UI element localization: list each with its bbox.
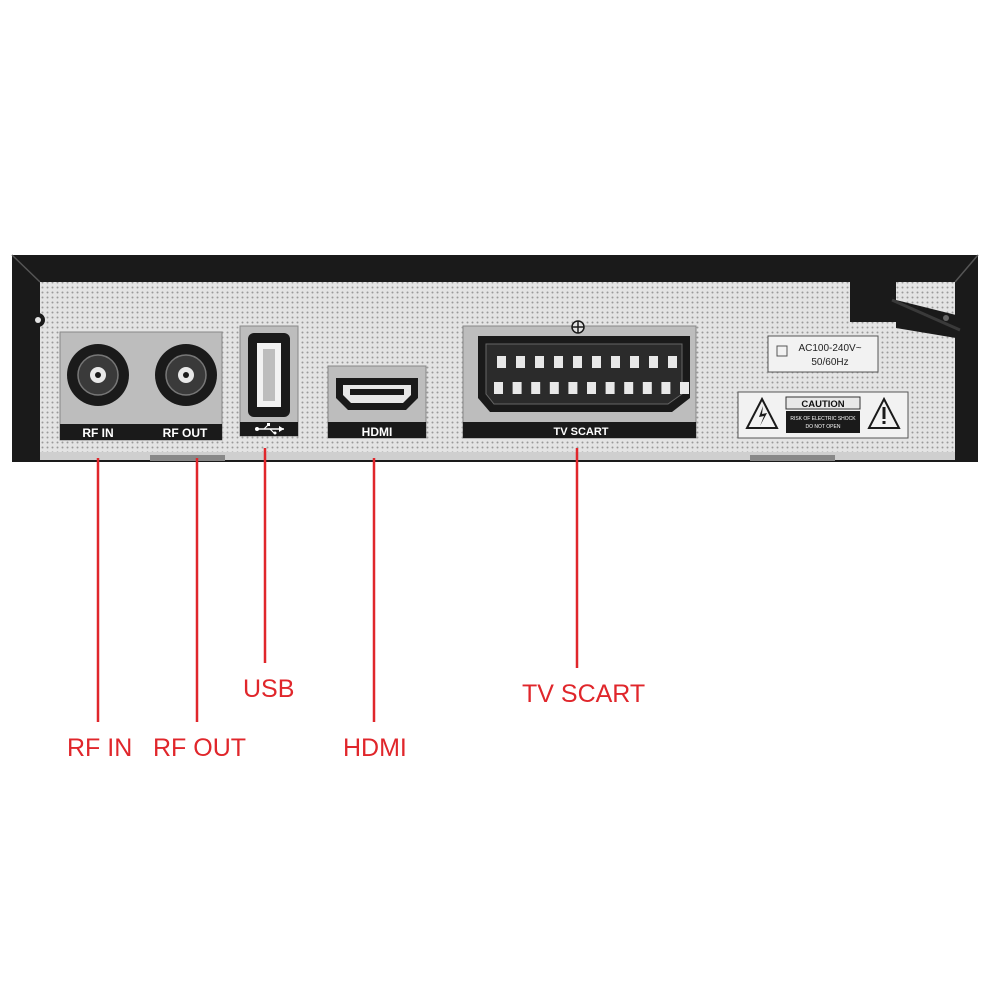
scart-pin [573, 356, 582, 368]
rf-out-port-label: RF OUT [163, 426, 208, 440]
hdmi-port-label: HDMI [362, 425, 393, 439]
caution-title: CAUTION [801, 399, 844, 410]
hdmi-callout: HDMI [343, 734, 407, 762]
scart-pin [549, 382, 559, 394]
hdmi-port-block: HDMI [327, 365, 427, 439]
power-rating-label: AC100-240V~ 50/60Hz [767, 335, 879, 373]
scart-pin [531, 382, 541, 394]
power-rating-line1: AC100-240V~ [798, 343, 861, 354]
scart-pin [494, 382, 503, 394]
scart-pin [592, 356, 601, 368]
caution-line2: DO NOT OPEN [806, 424, 841, 430]
scart-pin [630, 356, 639, 368]
caution-line1: RISK OF ELECTRIC SHOCK [790, 416, 856, 422]
rf-in-callout: RF IN [67, 734, 133, 762]
usb-port [248, 333, 290, 417]
usb-port-block [239, 325, 299, 437]
tv-scart-port-label: TV SCART [554, 426, 609, 438]
scart-port [478, 336, 690, 412]
scart-pin [661, 382, 671, 394]
ground-screw-icon [571, 320, 585, 334]
scart-pin [535, 356, 544, 368]
power-cable [850, 270, 968, 340]
rf-port-block: RF IN RF OUT [59, 331, 223, 441]
scart-port-block: TV SCART [462, 320, 697, 439]
scart-pin [568, 382, 578, 394]
scart-pin [649, 356, 658, 368]
rf-out-callout: RF OUT [153, 734, 247, 762]
usb-icon [255, 423, 284, 435]
callout-lines [96, 448, 579, 722]
scart-pin [554, 356, 563, 368]
hdmi-port [336, 378, 418, 410]
scart-pins [494, 356, 689, 394]
scart-pin [516, 356, 525, 368]
scart-pin [611, 356, 620, 368]
screw-icon [31, 313, 45, 327]
tv-scart-callout: TV SCART [522, 680, 646, 708]
lightning-warning-icon [745, 396, 779, 429]
scart-pin [642, 382, 652, 394]
caution-label: CAUTION RISK OF ELECTRIC SHOCK DO NOT OP… [737, 391, 909, 439]
scart-pin [668, 356, 677, 368]
scart-pin [497, 356, 506, 368]
scart-pin [605, 382, 615, 394]
scart-pin [624, 382, 634, 394]
rf-in-port [67, 344, 129, 406]
rf-out-port [155, 344, 217, 406]
exclamation-warning-icon [867, 396, 901, 429]
power-rating-line2: 50/60Hz [811, 357, 848, 368]
scart-pin [587, 382, 596, 394]
scart-pin [512, 382, 522, 394]
usb-callout: USB [243, 675, 295, 703]
scart-pin [680, 382, 689, 394]
rf-in-port-label: RF IN [82, 426, 113, 440]
